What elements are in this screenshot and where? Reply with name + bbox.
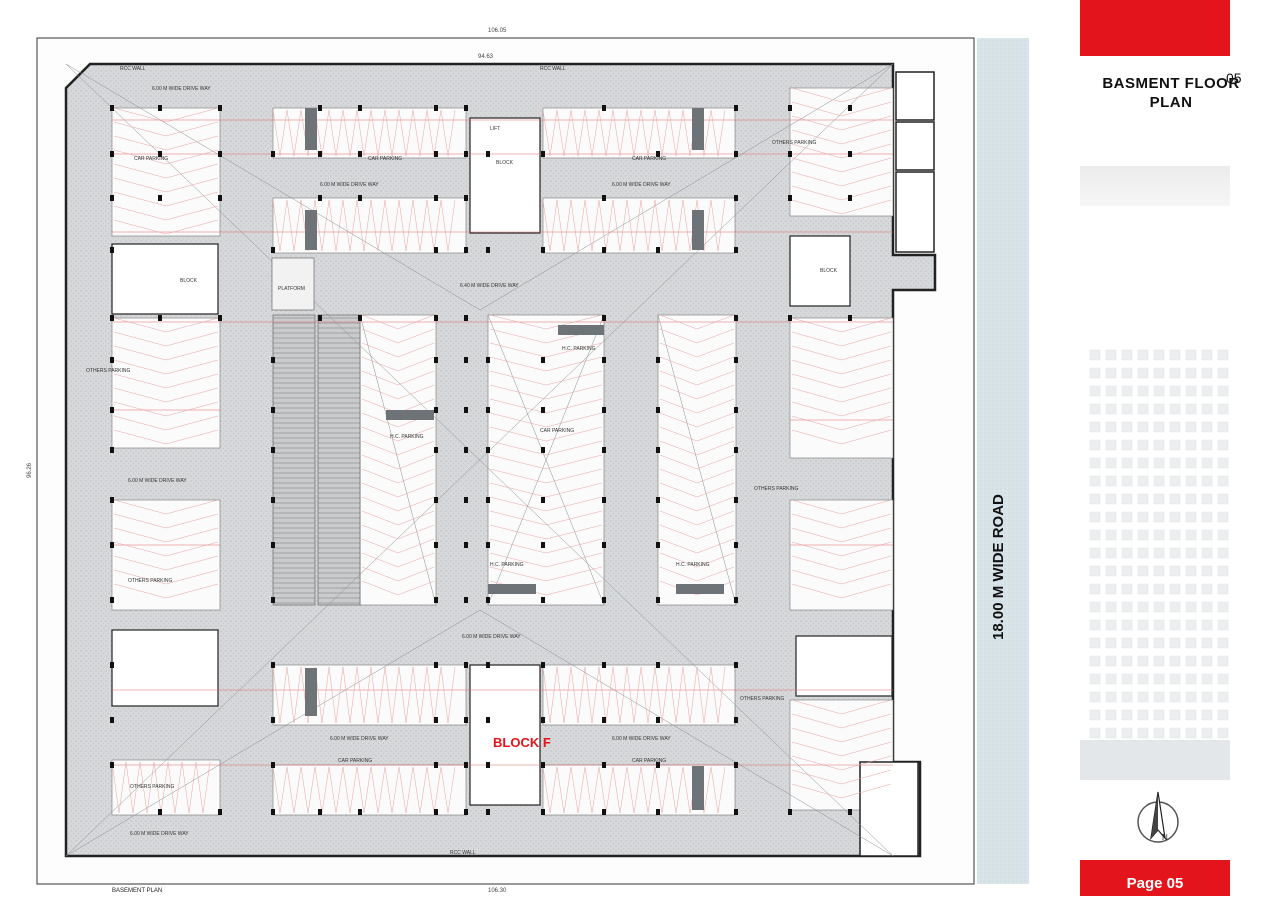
plan-svg: 18.00 M WIDE ROAD <box>27 28 1029 894</box>
others-parking-3: OTHERS PARKING <box>772 140 816 146</box>
drive-way-bottom-left: 6.00 M WIDE DRIVE WAY <box>330 736 389 742</box>
hc-parking-4: H.C. PARKING <box>676 562 710 568</box>
plan-caption: BASEMENT PLAN <box>112 888 162 894</box>
platform-label: PLATFORM <box>278 286 305 292</box>
block-label-2: BLOCK <box>496 160 514 166</box>
header-red-bar <box>1080 0 1230 56</box>
road-strip <box>977 38 1029 884</box>
car-parking-3: CAR PARKING <box>632 156 666 162</box>
hc-parking-1: H.C. PARKING <box>562 346 596 352</box>
layout-lines <box>65 63 894 857</box>
rcc-wall-bottom: RCC WALL <box>450 850 476 856</box>
svg-text:N: N <box>1162 833 1168 842</box>
others-parking-5: OTHERS PARKING <box>740 696 784 702</box>
cores <box>111 117 893 806</box>
drive-way-bottom-right: 6.00 M WIDE DRIVE WAY <box>612 736 671 742</box>
utility-rooms <box>859 71 935 857</box>
page-label: Page 05 <box>1080 860 1230 896</box>
title-superscript: 05 <box>1226 70 1242 86</box>
ramps <box>272 314 361 606</box>
sheet-title: BASMENT FLOOR PLAN <box>1076 74 1266 112</box>
title-line-1: BASMENT FLOOR <box>1102 75 1240 92</box>
faded-building-image <box>1080 340 1230 780</box>
floor-plan-drawing: 18.00 M WIDE ROAD <box>27 28 1029 894</box>
car-parking-1: CAR PARKING <box>134 156 168 162</box>
rcc-wall-top-right: RCC WALL <box>540 66 566 72</box>
lift-label: LIFT <box>490 126 500 132</box>
dim-top: 106.05 <box>488 28 507 34</box>
block-label-3: BLOCK <box>820 268 838 274</box>
drive-way-left: 6.00 M WIDE DRIVE WAY <box>128 478 187 484</box>
faded-banner <box>1080 166 1230 206</box>
hc-parking-3: H.C. PARKING <box>490 562 524 568</box>
dim-inner-top: 94.63 <box>478 54 494 60</box>
block-f-label: BLOCK F <box>493 735 551 750</box>
others-parking-1: OTHERS PARKING <box>86 368 130 374</box>
title-line-2: PLAN <box>1149 94 1193 111</box>
car-parking-4: CAR PARKING <box>540 428 574 434</box>
car-parking-5: CAR PARKING <box>338 758 372 764</box>
rcc-wall-top: RCC WALL <box>120 66 146 72</box>
car-parking-6: CAR PARKING <box>632 758 666 764</box>
dim-left: 96.26 <box>27 462 33 478</box>
dim-bottom: 106.30 <box>488 888 507 894</box>
others-parking-2: OTHERS PARKING <box>128 578 172 584</box>
drive-way-top-mid: 6.00 M WIDE DRIVE WAY <box>320 182 379 188</box>
others-parking-4: OTHERS PARKING <box>754 486 798 492</box>
others-parking-6: OTHERS PARKING <box>130 784 174 790</box>
drive-way-bottom-mid: 6.00 M WIDE DRIVE WAY <box>462 634 521 640</box>
road-label: 18.00 M WIDE ROAD <box>990 494 1007 640</box>
drive-way-bottom-edge: 6.00 M WIDE DRIVE WAY <box>130 831 189 837</box>
sidebar-panel: BASMENT FLOOR PLAN 05 N Page 05 <box>1040 0 1271 896</box>
compass-icon: N <box>1132 788 1188 850</box>
drive-way-center: 6.40 M WIDE DRIVE WAY <box>460 283 519 289</box>
hc-blocks <box>305 108 724 810</box>
block-label-1: BLOCK <box>180 278 198 284</box>
car-parking-2: CAR PARKING <box>368 156 402 162</box>
red-grid <box>112 119 893 766</box>
platform-box <box>271 257 315 311</box>
drive-way-top-left: 6.00 M WIDE DRIVE WAY <box>152 86 211 92</box>
drive-way-top-right: 6.00 M WIDE DRIVE WAY <box>612 182 671 188</box>
hc-parking-2: H.C. PARKING <box>390 434 424 440</box>
